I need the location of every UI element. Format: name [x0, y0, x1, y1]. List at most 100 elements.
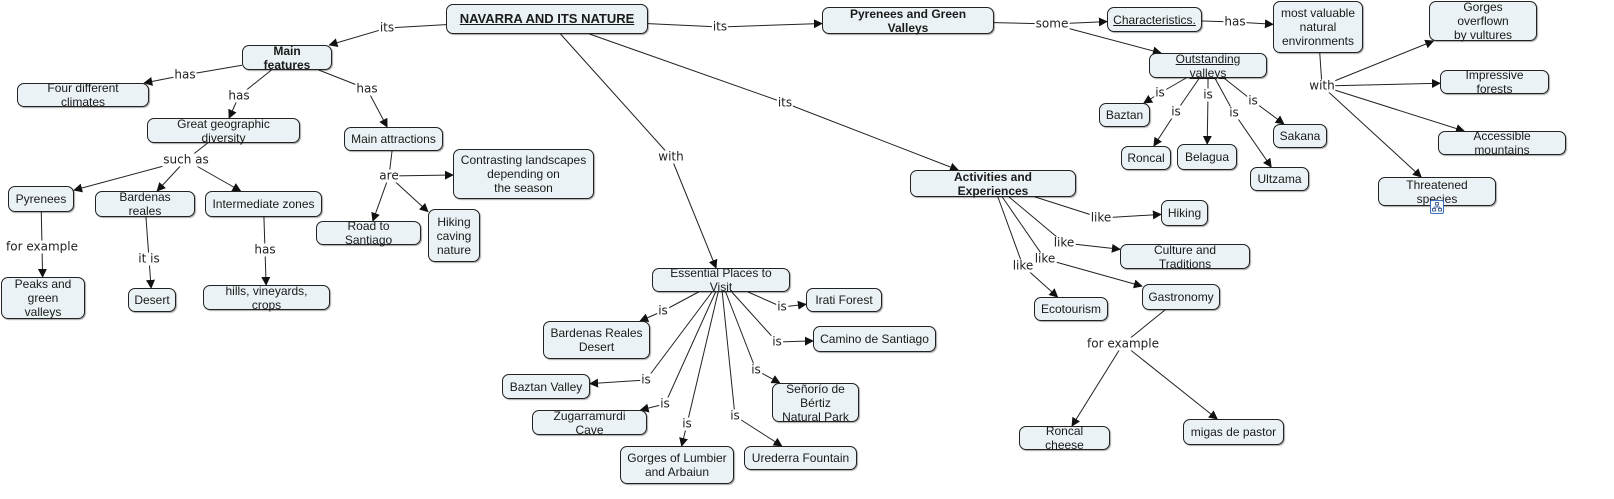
- linking-phrase[interactable]: like: [1052, 235, 1076, 250]
- concept-outstanding[interactable]: Outstanding valleys: [1149, 52, 1267, 80]
- linking-phrase[interactable]: is: [640, 372, 652, 387]
- concept-label: hills, vineyards, crops: [225, 283, 308, 312]
- concept-migas[interactable]: migas de pastor: [1183, 419, 1284, 445]
- concept-characteristics[interactable]: Characteristics.: [1107, 7, 1202, 32]
- concept-desert[interactable]: Desert: [128, 288, 176, 312]
- concept-bertiz[interactable]: Señorío de Bértiz Natural Park: [772, 381, 859, 424]
- linking-phrase[interactable]: is: [1247, 93, 1259, 108]
- concept-ecotourism[interactable]: Ecotourism: [1034, 297, 1108, 321]
- concept-hiking-caving[interactable]: Hiking caving nature: [428, 209, 480, 262]
- concept-label: Señorío de Bértiz Natural Park: [782, 381, 849, 424]
- concept-most-valuable[interactable]: most valuable natural environments: [1273, 1, 1363, 53]
- concept-irati[interactable]: Irati Forest: [806, 288, 882, 312]
- linking-phrase[interactable]: with: [1308, 78, 1336, 93]
- linking-phrase[interactable]: is: [729, 408, 741, 423]
- concept-label: Camino de Santiago: [820, 332, 929, 346]
- linking-phrase[interactable]: for example: [1086, 336, 1160, 351]
- linking-phrase[interactable]: it is: [137, 251, 161, 266]
- linking-phrase[interactable]: its: [711, 19, 729, 34]
- concept-ultzama[interactable]: Ultzama: [1250, 167, 1309, 191]
- concept-label: Threatened species: [1406, 177, 1468, 206]
- concept-bardenas[interactable]: Bardenas reales: [95, 190, 195, 218]
- concept-mountains[interactable]: Accessible mountains: [1438, 129, 1566, 157]
- linking-phrase[interactable]: is: [776, 299, 788, 314]
- concept-gorges-lumbier[interactable]: Gorges of Lumbier and Arbaiun: [620, 446, 734, 484]
- linking-phrase[interactable]: is: [1170, 104, 1182, 119]
- concept-peaks[interactable]: Peaks and green valleys: [1, 277, 85, 319]
- concept-label: Gorges of Lumbier and Arbaiun: [627, 451, 727, 479]
- linking-phrase[interactable]: is: [1154, 85, 1166, 100]
- concept-hills[interactable]: hills, vineyards, crops: [203, 283, 330, 312]
- concept-label: Contrasting landscapes depending on the …: [460, 153, 587, 195]
- linking-phrase[interactable]: some: [1034, 16, 1070, 31]
- linking-phrase[interactable]: is: [1228, 105, 1240, 120]
- concept-gorges-vultures[interactable]: Gorges overflown by vultures: [1429, 0, 1537, 42]
- linking-phrase[interactable]: is: [657, 303, 669, 318]
- linking-phrase[interactable]: has: [1223, 14, 1247, 29]
- linking-phrase[interactable]: its: [378, 20, 396, 35]
- connector-root: [386, 24, 447, 29]
- concept-intermediate[interactable]: Intermediate zones: [205, 191, 322, 217]
- concept-label: Pyrenees and Green Valleys: [849, 6, 967, 35]
- linking-phrase[interactable]: with: [657, 149, 685, 164]
- concept-roncal-cheese[interactable]: Roncal cheese: [1019, 424, 1110, 452]
- concept-baztan-valley[interactable]: Baztan Valley: [502, 374, 590, 399]
- arrow-to-threatened: [1321, 85, 1422, 178]
- linking-phrase[interactable]: is: [750, 362, 762, 377]
- concept-geo-diversity[interactable]: Great geographic diversity: [147, 116, 300, 145]
- linking-phrase[interactable]: has: [355, 81, 379, 96]
- concept-culture[interactable]: Culture and Traditions: [1120, 243, 1250, 271]
- concept-essential[interactable]: Essential Places to Visit: [652, 266, 790, 294]
- connector-essential: [731, 291, 778, 343]
- arrow-to-road-santiago: [371, 175, 390, 222]
- concept-label: Baztan Valley: [509, 379, 583, 394]
- linking-phrase[interactable]: is: [681, 416, 693, 431]
- linking-phrase[interactable]: are: [378, 168, 400, 183]
- concept-roncal[interactable]: Roncal: [1121, 146, 1171, 170]
- concept-label: Intermediate zones: [212, 197, 315, 211]
- concept-bardenas-desert[interactable]: Bardenas Reales Desert: [543, 321, 650, 359]
- linking-phrase[interactable]: is: [771, 334, 783, 349]
- linking-phrase[interactable]: for example: [5, 239, 79, 254]
- concept-baztan[interactable]: Baztan: [1099, 103, 1150, 127]
- concept-gastronomy[interactable]: Gastronomy: [1142, 284, 1220, 310]
- concept-pyrenees-green[interactable]: Pyrenees and Green Valleys: [822, 6, 994, 35]
- concept-contrasting[interactable]: Contrasting landscapes depending on the …: [453, 149, 594, 199]
- concept-forests[interactable]: Impressive forests: [1440, 68, 1549, 96]
- concept-pyrenees[interactable]: Pyrenees: [8, 186, 74, 212]
- linking-phrase[interactable]: such as: [162, 152, 210, 167]
- concept-main-features[interactable]: Main features: [242, 43, 332, 72]
- arrow-to-roncal-cheese: [1071, 343, 1124, 427]
- concept-urederra[interactable]: Urederra Fountain: [744, 446, 857, 470]
- concept-label: Ultzama: [1257, 172, 1302, 186]
- concept-label: Main features: [263, 43, 311, 72]
- concept-zugarramurdi[interactable]: Zugarramurdi Cave: [532, 409, 647, 437]
- concept-label: Belagua: [1184, 150, 1230, 164]
- concept-label: Sakana: [1279, 129, 1321, 143]
- concept-root[interactable]: NAVARRA AND ITS NATURE: [446, 4, 648, 34]
- submap-icon[interactable]: [1430, 200, 1444, 214]
- linking-phrase[interactable]: its: [776, 95, 794, 110]
- linking-phrase[interactable]: has: [253, 242, 277, 257]
- linking-phrase[interactable]: like: [1089, 210, 1113, 225]
- linking-phrase[interactable]: has: [173, 67, 197, 82]
- linking-phrase[interactable]: like: [1011, 258, 1035, 273]
- concept-main-attractions[interactable]: Main attractions: [344, 127, 443, 151]
- connector-activities: [997, 196, 1024, 267]
- concept-label: Great geographic diversity: [177, 116, 270, 145]
- linking-phrase[interactable]: like: [1033, 251, 1057, 266]
- concept-camino[interactable]: Camino de Santiago: [813, 326, 936, 352]
- concept-road-santiago[interactable]: Road to Santiago: [316, 219, 421, 247]
- linking-phrase[interactable]: has: [227, 88, 251, 103]
- concept-label: Hiking caving nature: [436, 214, 472, 257]
- concept-activities[interactable]: Activities and Experiences: [910, 170, 1076, 198]
- concept-label: Desert: [134, 293, 170, 307]
- linking-phrase[interactable]: is: [659, 396, 671, 411]
- concept-hiking[interactable]: Hiking: [1161, 200, 1208, 226]
- linking-phrase[interactable]: is: [1202, 87, 1214, 102]
- concept-sakana[interactable]: Sakana: [1273, 124, 1327, 148]
- concept-belagua[interactable]: Belagua: [1177, 144, 1237, 170]
- concept-four-climates[interactable]: Four different climates: [17, 81, 149, 109]
